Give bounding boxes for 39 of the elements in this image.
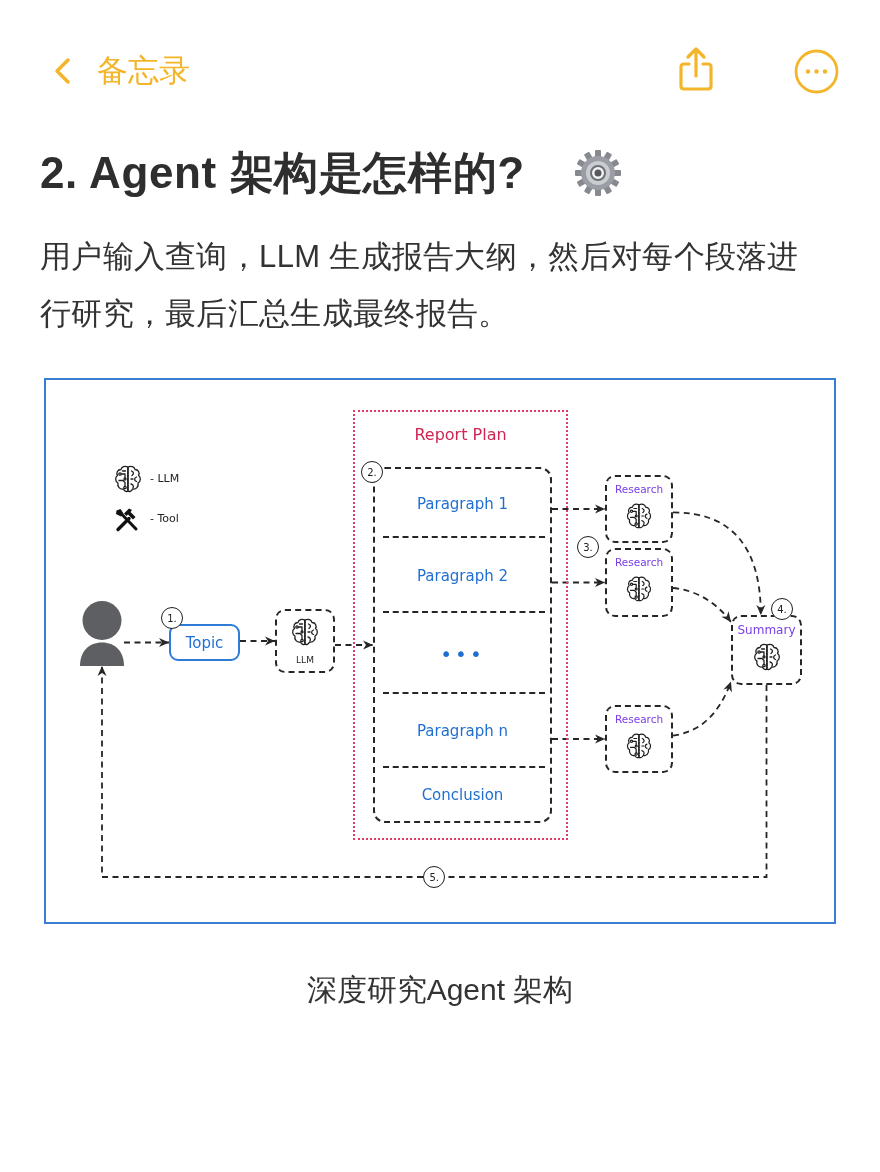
box-label: Research (614, 556, 664, 570)
callout-number: 2. (361, 461, 383, 483)
list-section: Paragraph 2 (373, 538, 552, 613)
legend-label: - LLM (150, 472, 180, 486)
dashed-arrow (239, 636, 276, 646)
dashed-box (731, 615, 802, 685)
dashed-arrow (123, 638, 170, 647)
legend-label: - Tool (150, 512, 179, 526)
person-icon (80, 600, 124, 666)
callout-number: 1. (161, 607, 183, 629)
dashed-arrow (334, 640, 374, 650)
dashed-box (605, 475, 673, 543)
box-label: LLM (296, 655, 314, 667)
box-label: Summary (737, 623, 796, 638)
box-label: Research (614, 713, 664, 727)
back-label: 备忘录 (97, 52, 190, 90)
body-text: 用户输入查询，LLM 生成报告大纲，然后对每个段落进行研究，最后汇总生成最终报告。 (40, 238, 800, 333)
dashed-box (605, 705, 673, 773)
box-label: Research (614, 483, 664, 497)
heading: 2. Agent 架构是怎样的? (40, 147, 525, 199)
dashed-arrow (551, 734, 606, 744)
dashed-arrow (97, 665, 768, 878)
dashed-box (605, 548, 673, 617)
dotted-frame (353, 410, 568, 840)
dashed-arrow (672, 680, 732, 737)
callout-number: 3. (577, 536, 599, 558)
list-section: Paragraph n (373, 694, 552, 768)
list-section: ••• (373, 613, 552, 694)
dashed-arrow (551, 504, 606, 514)
callout-number: 4. (771, 598, 793, 620)
dashed-arrow (551, 578, 606, 587)
list-section: Conclusion (373, 768, 552, 821)
dashed-box (275, 609, 335, 673)
topic-box: Topic (169, 624, 240, 661)
edge-label: 5. (423, 866, 446, 888)
dashed-arrow (672, 511, 765, 616)
caption: 深度研究Agent 架构 (306, 972, 574, 1008)
frame-title: Report Plan (414, 425, 507, 445)
dashed-arrow (672, 587, 732, 623)
